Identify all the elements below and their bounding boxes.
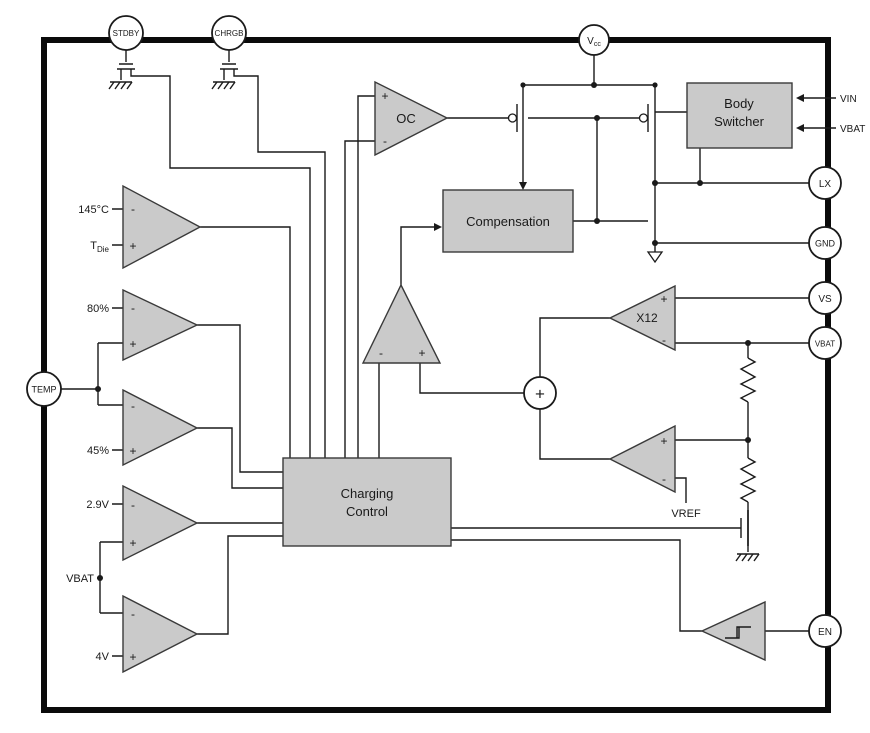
pin-vs-label: VS xyxy=(818,294,832,305)
pin-en-label: EN xyxy=(818,627,832,638)
body-switcher-label-2: Switcher xyxy=(714,114,765,129)
minus-sign: - xyxy=(131,301,135,315)
pin-vbat: VBAT xyxy=(808,326,842,360)
junction-dots xyxy=(95,82,751,581)
minus-sign: - xyxy=(131,607,135,621)
oc-minus-sign: - xyxy=(383,134,387,148)
summing-junction: + xyxy=(523,376,557,410)
oc-plus-sign: + xyxy=(381,89,388,103)
vin-label: VIN xyxy=(840,94,857,105)
label-45pct: 45% xyxy=(87,445,109,457)
minus-sign: - xyxy=(131,202,135,216)
comparator-4v: - + xyxy=(122,594,199,674)
charging-control-block: Charging Control xyxy=(282,457,452,547)
vbat-in-label: VBAT xyxy=(840,124,865,135)
compensation-top-arrow-icon xyxy=(519,182,527,190)
label-vbat-left: VBAT xyxy=(66,573,94,585)
compensation-left-arrow-icon xyxy=(434,223,442,231)
label-4v: 4V xyxy=(96,651,110,663)
pin-vbat-label: VBAT xyxy=(815,340,835,349)
compensation-block: Compensation xyxy=(442,189,574,253)
label-vref: VREF xyxy=(671,508,701,520)
charging-control-label-1: Charging xyxy=(341,486,394,501)
wires-left-inputs xyxy=(61,208,123,657)
pin-lx-label: LX xyxy=(819,179,832,190)
pmos1-gate-bubble-icon xyxy=(507,113,518,123)
thermal-comparator-145c: - + xyxy=(122,184,202,270)
pin-en: EN xyxy=(808,614,842,648)
label-145c: 145°C xyxy=(78,204,109,216)
pin-temp-label: TEMP xyxy=(31,385,56,395)
en-schmitt-buffer xyxy=(700,600,766,662)
minus-sign: - xyxy=(131,498,135,512)
oc-comparator: + - OC xyxy=(374,80,449,157)
plus-sign: + xyxy=(129,536,136,550)
vbat-arrow-icon xyxy=(796,124,804,132)
pin-vcc-label: Vcc xyxy=(587,36,601,48)
ground-lowside xyxy=(647,251,663,263)
vin-arrow-icon xyxy=(796,94,804,102)
wires-stdby-chrgb-transistors xyxy=(117,50,326,458)
x12-label: X12 xyxy=(636,311,658,325)
plus-sign: + xyxy=(129,239,136,253)
body-switcher-label-1: Body xyxy=(724,96,754,111)
wires-comparator-outputs xyxy=(197,226,291,635)
comparator-45pct: - + xyxy=(122,388,199,467)
error-amplifier: - + xyxy=(361,283,442,364)
minus-sign: - xyxy=(379,346,383,360)
pin-vs: VS xyxy=(808,281,842,315)
ground-divider xyxy=(735,553,760,562)
minus-sign: - xyxy=(662,472,666,486)
sum-plus-sign: + xyxy=(535,385,545,404)
pin-lx: LX xyxy=(808,166,842,200)
plus-sign: + xyxy=(129,337,136,351)
ground-chrgb xyxy=(211,81,236,90)
resistor-divider-bottom xyxy=(739,457,757,503)
pmos2-gate-bubble-icon xyxy=(638,113,649,123)
body-switcher-block: Body Switcher xyxy=(686,82,793,149)
plus-sign: + xyxy=(418,346,425,360)
plus-sign: + xyxy=(129,650,136,664)
charging-control-label-2: Control xyxy=(346,504,388,519)
compensation-label: Compensation xyxy=(466,214,550,229)
pin-temp: TEMP xyxy=(26,371,62,407)
pin-gnd-label: GND xyxy=(815,239,836,249)
ground-stdby xyxy=(108,81,133,90)
pin-stdby-label: STDBY xyxy=(113,29,140,38)
label-2v9: 2.9V xyxy=(86,499,109,511)
hysteresis-icon xyxy=(725,626,751,639)
pin-gnd: GND xyxy=(808,226,842,260)
vref-comparator: + - xyxy=(608,424,676,494)
pin-stdby: STDBY xyxy=(108,15,144,51)
pin-vcc: Vcc xyxy=(578,24,610,56)
label-tdie: TDie xyxy=(90,240,109,254)
label-80pct: 80% xyxy=(87,303,109,315)
pin-chrgb: CHRGB xyxy=(211,15,247,51)
pin-chrgb-label: CHRGB xyxy=(215,29,244,38)
comparator-80pct: - + xyxy=(122,288,199,362)
wires-oc-and-error-amp xyxy=(344,95,610,460)
plus-sign: + xyxy=(129,444,136,458)
plus-sign: + xyxy=(660,292,667,306)
comparator-2v9: - + xyxy=(122,484,199,562)
x12-amplifier: + - X12 xyxy=(608,284,676,352)
minus-sign: - xyxy=(662,333,666,347)
plus-sign: + xyxy=(660,434,667,448)
oc-label: OC xyxy=(396,111,416,126)
minus-sign: - xyxy=(131,399,135,413)
resistor-divider-top xyxy=(739,357,757,403)
